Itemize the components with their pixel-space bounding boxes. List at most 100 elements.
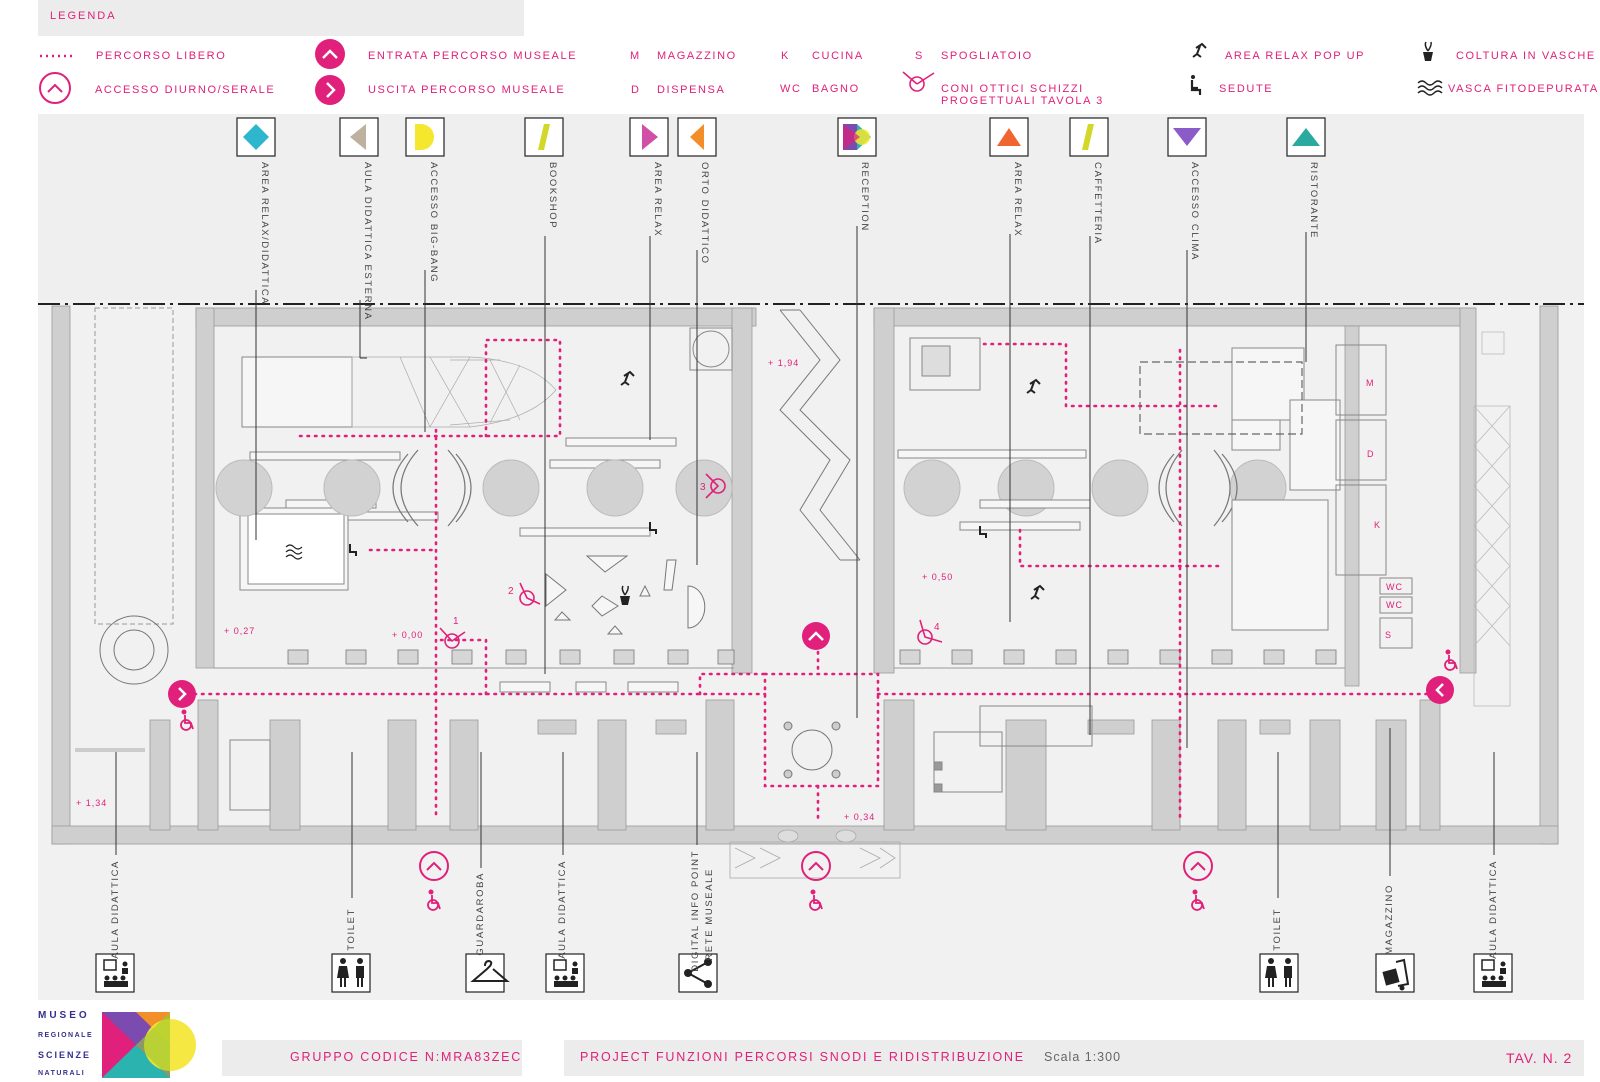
relax-icon-plan bbox=[620, 370, 1045, 600]
legend-vasca-label: VASCA FITODEPURATA bbox=[1448, 83, 1599, 95]
top-tag-shapes bbox=[243, 124, 1320, 150]
colonnade bbox=[287, 649, 1337, 665]
footer-project-bar bbox=[564, 1040, 1584, 1076]
logo-text-scienze: SCIENZE bbox=[38, 1050, 92, 1060]
access-icon bbox=[39, 72, 71, 104]
label-reception: RECEPTION bbox=[859, 162, 870, 232]
footer-tav: TAV. N. 2 bbox=[1506, 1050, 1573, 1066]
label-accesso-big-bang: ACCESSO BIG-BANG bbox=[428, 162, 439, 284]
elevation-3: + 0,27 bbox=[224, 626, 256, 636]
label-aula-didattica-esterna: AULA DIDATTICA ESTERNA bbox=[362, 162, 373, 321]
legend-s-label: SPOGLIATOIO bbox=[941, 50, 1033, 62]
legend-title: LEGENDA bbox=[50, 10, 117, 22]
legend-k-label: CUCINA bbox=[812, 50, 864, 62]
cone-number-1: 1 bbox=[453, 616, 460, 627]
legend-k-code: K bbox=[781, 50, 790, 62]
room-code-d: D bbox=[1367, 449, 1375, 459]
access-marker-1 bbox=[419, 851, 449, 881]
top-band bbox=[38, 114, 1584, 300]
view-cone-icon bbox=[902, 71, 935, 92]
wheelchair-icon-5 bbox=[1444, 649, 1458, 671]
seat-icon-plan bbox=[349, 522, 987, 556]
elevation-4: + 0,00 bbox=[392, 630, 424, 640]
left-court bbox=[75, 307, 174, 752]
exit-icon bbox=[315, 75, 345, 105]
wheelchair-icon-3 bbox=[1191, 889, 1205, 911]
legend-cones-label-1: CONI OTTICI SCHIZZI bbox=[941, 83, 1084, 95]
label-digital-info-point: DIGITAL INFO POINT bbox=[690, 850, 701, 972]
access-marker-3 bbox=[1183, 851, 1213, 881]
cone-number-4: 4 bbox=[934, 622, 941, 633]
elevation-6: + 0,34 bbox=[844, 812, 876, 822]
legend-wc-code: WC bbox=[780, 83, 802, 95]
label-ristorante: RISTORANTE bbox=[1308, 162, 1319, 240]
legend-cones-label-2: PROGETTUALI TAVOLA 3 bbox=[941, 95, 1104, 107]
elevation-5: + 1,34 bbox=[76, 798, 108, 808]
stair-cores bbox=[229, 327, 1093, 811]
trolley-icon bbox=[1382, 958, 1410, 991]
footer-group-bar bbox=[222, 1040, 522, 1076]
plan-entry-center bbox=[802, 622, 830, 650]
elevation-2: + 0,50 bbox=[922, 572, 954, 582]
room-code-m: M bbox=[1366, 378, 1375, 388]
view-cones bbox=[439, 473, 943, 649]
footer-scale: Scala 1:300 bbox=[1044, 1050, 1122, 1064]
right-hall-elements bbox=[897, 347, 1341, 631]
water-wave-icon bbox=[1417, 80, 1443, 96]
wheelchair-icon-2 bbox=[809, 889, 823, 911]
plant-pot-icon bbox=[1423, 41, 1433, 61]
label-guardaroba: GUARDAROBA bbox=[475, 872, 486, 956]
reception-multicolor-icon bbox=[843, 124, 871, 150]
curved-seats bbox=[392, 449, 1238, 527]
room-code-wc-1: WC bbox=[1386, 582, 1403, 592]
classroom-icons bbox=[103, 959, 1506, 987]
logo-text-regionale: REGIONALE bbox=[38, 1032, 94, 1039]
label-bookshop: BOOKSHOP bbox=[547, 162, 558, 230]
label-toilet-1: TOILET bbox=[346, 908, 357, 951]
label-caffetteria: CAFFETTERIA bbox=[1092, 162, 1103, 245]
legend-s-code: S bbox=[915, 50, 924, 62]
legend-d-label: DISPENSA bbox=[657, 84, 726, 96]
relax-popup-icon bbox=[1192, 42, 1207, 58]
legend-header: LEGENDA bbox=[38, 0, 524, 36]
access-marker-2 bbox=[801, 851, 831, 881]
share-icon bbox=[684, 958, 712, 988]
service-rooms bbox=[1335, 344, 1413, 649]
leader-lines-top bbox=[255, 226, 1307, 748]
entrance-icon bbox=[315, 39, 345, 69]
leader-lines-bottom bbox=[115, 728, 1495, 898]
hanger-icon bbox=[470, 959, 510, 982]
label-toilet-2: TOILET bbox=[1272, 908, 1283, 951]
room-code-k: K bbox=[1374, 520, 1382, 530]
logo-text-museo: MUSEO bbox=[38, 1010, 90, 1021]
label-area-relax-didattica: AREA RELAX/DIDATTICA bbox=[259, 162, 270, 306]
label-magazzino: MAGAZZINO bbox=[1384, 884, 1395, 955]
label-area-relax-2: AREA RELAX bbox=[1012, 162, 1023, 238]
mesh-structure bbox=[351, 356, 557, 428]
label-area-relax-1: AREA RELAX bbox=[652, 162, 663, 238]
room-code-wc-2: WC bbox=[1386, 600, 1403, 610]
label-accesso-clima: ACCESSO CLIMA bbox=[1189, 162, 1200, 261]
legend-free-path-label: PERCORSO LIBERO bbox=[96, 50, 227, 62]
legend-entrance-label: ENTRATA PERCORSO MUSEALE bbox=[368, 50, 578, 62]
left-hall-elements bbox=[239, 356, 679, 693]
legend-exit-label: USCITA PERCORSO MUSEALE bbox=[368, 84, 566, 96]
label-orto-didattico: ORTO DIDATTICO bbox=[699, 162, 710, 265]
walls bbox=[51, 305, 1559, 845]
footer-group-code: GRUPPO CODICE N:MRA83ZEC bbox=[290, 1050, 523, 1064]
trees bbox=[215, 459, 1287, 517]
logo-text-naturali: NATURALI bbox=[38, 1070, 86, 1077]
legend-access-label: ACCESSO DIURNO/SERALE bbox=[95, 84, 276, 96]
wheelchair-icon-4 bbox=[180, 709, 194, 731]
label-rete-museale: RETE MUSEALE bbox=[704, 868, 715, 961]
legend-seats-label: SEDUTE bbox=[1219, 83, 1274, 95]
seat-icon bbox=[1190, 75, 1202, 95]
legend-wc-label: BAGNO bbox=[812, 83, 860, 95]
entrance-steps bbox=[729, 829, 901, 879]
wheelchair-icon-1 bbox=[427, 889, 441, 911]
plan-entry-left bbox=[168, 680, 196, 708]
room-code-s: S bbox=[1385, 630, 1393, 640]
cone-number-3: 3 bbox=[700, 482, 707, 493]
garden-shapes bbox=[545, 555, 706, 635]
